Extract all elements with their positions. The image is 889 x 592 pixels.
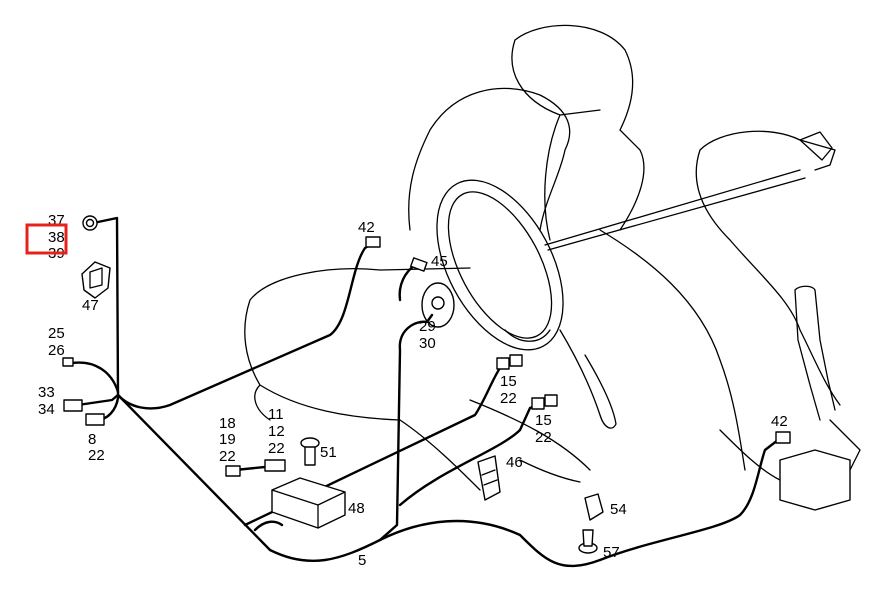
steering-spoke (504, 329, 551, 342)
callout-57[interactable]: 57 (603, 544, 620, 561)
callout-33[interactable]: 33 (38, 384, 55, 401)
switch-47 (81, 261, 111, 299)
connector-11-12-22 (264, 459, 286, 472)
callout-22-c[interactable]: 22 (219, 448, 236, 465)
callout-12[interactable]: 12 (268, 423, 285, 440)
switch-47-body (81, 261, 111, 299)
callout-22-b[interactable]: 22 (535, 429, 552, 446)
connector-15a-2 (509, 354, 523, 367)
steering-wheel-inner (447, 191, 553, 339)
wire-to-42-right (598, 438, 780, 562)
callout-54[interactable]: 54 (610, 501, 627, 518)
highlight-box (25, 223, 68, 255)
callout-19[interactable]: 19 (219, 431, 236, 448)
bracket-46-body (477, 455, 501, 501)
callout-22-left[interactable]: 22 (88, 447, 105, 464)
callout-18[interactable]: 18 (219, 415, 236, 432)
callout-15-a[interactable]: 15 (500, 373, 517, 390)
console-lines (469, 399, 591, 483)
screw-57-shank (582, 529, 594, 547)
callout-30[interactable]: 30 (419, 335, 436, 352)
callout-26[interactable]: 26 (48, 342, 65, 359)
wire-to-seat (116, 242, 374, 410)
lamp-socket-37 (82, 215, 98, 231)
connector-25-26 (62, 357, 74, 367)
dashboard-right (695, 130, 841, 406)
connector-15b-2 (544, 394, 558, 407)
seat-cushion (244, 267, 471, 421)
callout-38[interactable]: 38 (48, 229, 65, 246)
wire-main-vertical (96, 216, 120, 397)
clip-54 (584, 493, 604, 521)
steering-hub-center (431, 296, 445, 310)
connector-42-left (365, 236, 381, 248)
bolt-51 (300, 437, 320, 466)
interior-outline (244, 24, 861, 491)
wire-to-48 (253, 520, 284, 532)
bracket-46-detail (481, 469, 498, 486)
callout-51[interactable]: 51 (320, 444, 337, 461)
wire-to-15b (398, 403, 540, 507)
callout-48[interactable]: 48 (348, 500, 365, 517)
gear-lever (559, 329, 617, 429)
connector-45 (410, 257, 428, 272)
connector-8-22 (85, 413, 105, 426)
floor-outline (399, 229, 861, 491)
callout-8[interactable]: 8 (88, 431, 96, 448)
lamp-socket-37-center (85, 218, 95, 228)
wiring-harness (70, 216, 780, 568)
steering-wheel-outer (436, 179, 564, 351)
callout-46[interactable]: 46 (506, 454, 523, 471)
column-right (794, 285, 836, 421)
front-seat-back (408, 87, 571, 231)
bracket-46 (477, 455, 501, 501)
wire-to-33-34 (76, 393, 120, 407)
wire-to-column (378, 313, 434, 542)
callout-15-b[interactable]: 15 (535, 412, 552, 429)
callouts: 37 38 39 47 25 26 33 34 8 22 42 45 29 30… (38, 212, 788, 569)
callout-5[interactable]: 5 (358, 552, 366, 569)
connector-18-19-22 (225, 465, 241, 477)
wire-to-25-26 (70, 361, 120, 394)
connector-15b-1 (531, 397, 545, 410)
callout-22-a[interactable]: 22 (500, 390, 517, 407)
callout-29[interactable]: 29 (419, 318, 436, 335)
connector-15a-1 (496, 357, 510, 370)
bolt-51-shank (304, 446, 316, 466)
wire-to-45 (398, 263, 417, 302)
callout-42-left[interactable]: 42 (358, 219, 375, 236)
seatbelt (544, 131, 833, 251)
control-unit-48 (271, 477, 346, 529)
connector-33-34 (63, 399, 83, 412)
connector-42-right (775, 431, 791, 444)
wire-main-diagonal (116, 393, 602, 568)
wire-to-15a (243, 366, 502, 527)
callout-42-right[interactable]: 42 (771, 413, 788, 430)
rear-seat-outline (511, 24, 645, 241)
callout-47[interactable]: 47 (82, 297, 99, 314)
callout-34[interactable]: 34 (38, 401, 55, 418)
callout-25[interactable]: 25 (48, 325, 65, 342)
switch-47-face (89, 267, 103, 289)
control-unit-48-body (271, 477, 346, 529)
callout-11[interactable]: 11 (268, 406, 284, 423)
right-lower-block (779, 449, 851, 511)
callout-45[interactable]: 45 (431, 253, 448, 270)
screw-57 (578, 529, 598, 554)
components (62, 215, 851, 554)
callout-22-d[interactable]: 22 (268, 440, 285, 457)
control-unit-48-edges (271, 489, 346, 529)
